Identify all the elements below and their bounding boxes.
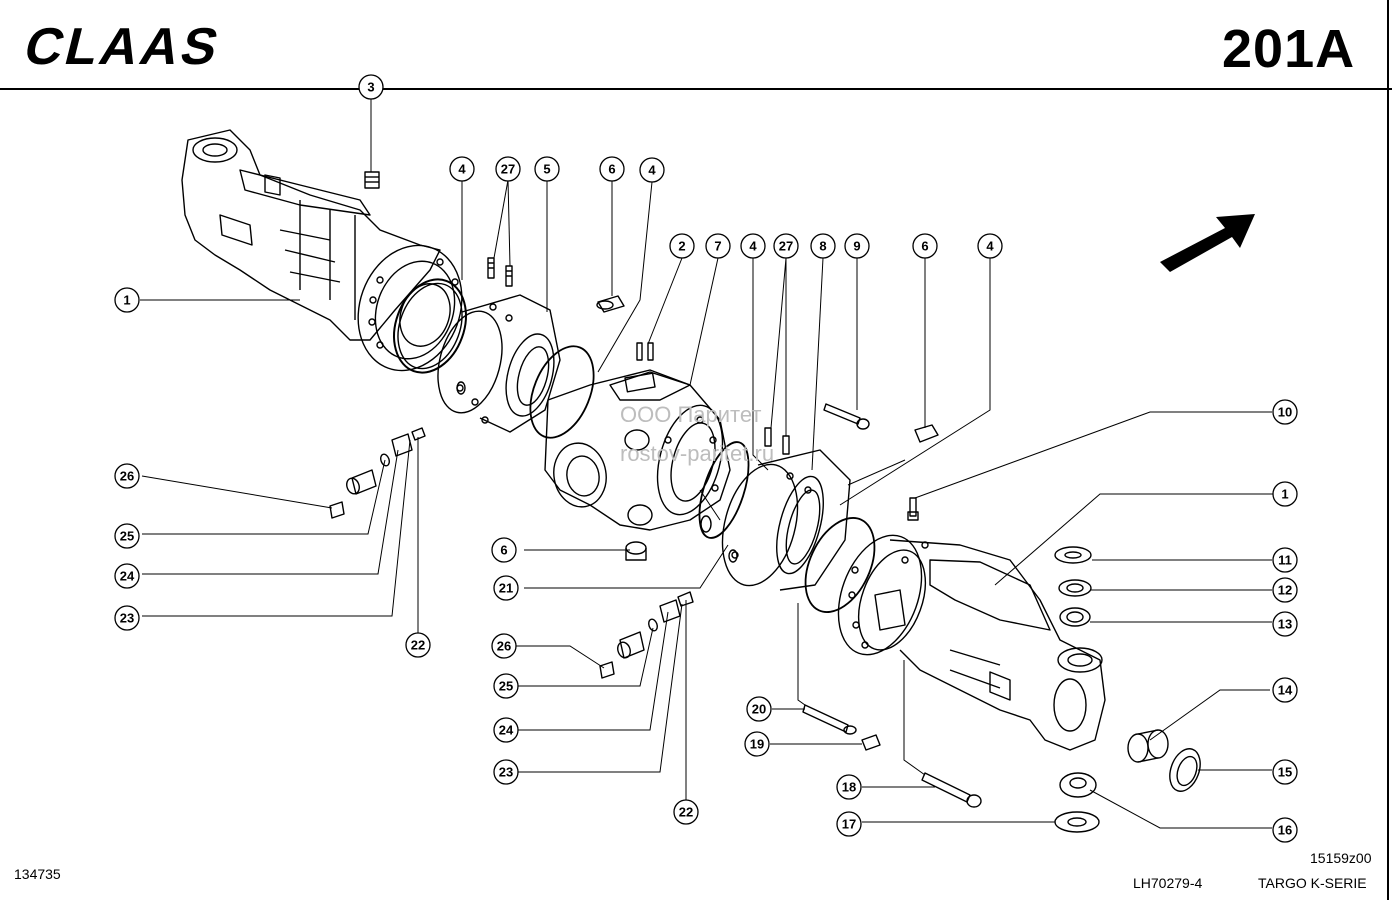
- callout-4: 4: [740, 233, 766, 259]
- callout-label: 16: [1278, 823, 1292, 838]
- callout-label: 9: [853, 239, 860, 254]
- watermark-company: ООО Паритет: [620, 402, 762, 427]
- callout-24: 24: [493, 717, 519, 743]
- callout-label: 24: [499, 723, 514, 738]
- callout-label: 26: [497, 639, 511, 654]
- callout-label: 3: [367, 80, 374, 95]
- callout-label: 23: [120, 611, 134, 626]
- callout-16: 16: [1272, 817, 1298, 843]
- callout-label: 19: [750, 737, 764, 752]
- callout-label: 21: [499, 581, 513, 596]
- callout-9: 9: [844, 233, 870, 259]
- callout-7: 7: [705, 233, 731, 259]
- callout-6: 6: [599, 156, 625, 182]
- callout-14: 14: [1272, 677, 1298, 703]
- callout-label: 26: [120, 469, 134, 484]
- callout-12: 12: [1272, 577, 1298, 603]
- callout-label: 6: [921, 239, 928, 254]
- callout-6: 6: [491, 537, 517, 563]
- right-axle-housing: [837, 534, 1106, 751]
- callout-25: 25: [114, 523, 140, 549]
- callout-22: 22: [405, 632, 431, 658]
- callout-label: 4: [458, 162, 466, 177]
- callout-8: 8: [810, 233, 836, 259]
- callout-label: 7: [714, 239, 721, 254]
- callout-27: 27: [773, 233, 799, 259]
- right-carrier: [721, 449, 851, 591]
- callout-11: 11: [1272, 547, 1298, 573]
- callout-3: 3: [358, 74, 384, 100]
- left-axle-housing: [181, 129, 463, 372]
- callout-label: 13: [1278, 617, 1292, 632]
- callout-label: 14: [1278, 683, 1293, 698]
- callout-label: 6: [500, 543, 507, 558]
- callout-label: 12: [1278, 583, 1292, 598]
- callout-label: 27: [779, 239, 793, 254]
- drawing-ref: 15159z00: [1310, 850, 1372, 866]
- center-differential-housing: [544, 369, 731, 531]
- callout-4: 4: [639, 157, 665, 183]
- callout-19: 19: [744, 731, 770, 757]
- arrow-up-right-icon: [1160, 214, 1255, 272]
- callout-label: 24: [120, 569, 135, 584]
- callout-13: 13: [1272, 611, 1298, 637]
- callout-2: 2: [669, 233, 695, 259]
- left-code: 134735: [14, 866, 61, 882]
- callout-label: 25: [499, 679, 513, 694]
- series-name: TARGO K-SERIE: [1258, 875, 1367, 891]
- logo-text: CLAAS: [19, 18, 228, 74]
- callout-label: 17: [842, 817, 856, 832]
- callout-10: 10: [1272, 399, 1298, 425]
- callout-24: 24: [114, 563, 140, 589]
- callout-label: 27: [501, 162, 515, 177]
- claas-logo: CLAAS: [19, 18, 228, 74]
- callout-label: 2: [678, 239, 685, 254]
- watermark-url: rostov-paritet.ru: [620, 441, 775, 466]
- callout-27: 27: [495, 156, 521, 182]
- callout-20: 20: [746, 696, 772, 722]
- callout-4: 4: [977, 233, 1003, 259]
- callout-label: 22: [411, 638, 425, 653]
- callout-26: 26: [114, 463, 140, 489]
- callout-23: 23: [493, 759, 519, 785]
- callout-5: 5: [534, 156, 560, 182]
- callout-label: 8: [819, 239, 826, 254]
- document-number: 201A: [1222, 19, 1356, 79]
- callout-label: 25: [120, 529, 134, 544]
- callout-label: 18: [842, 780, 856, 795]
- callout-25: 25: [493, 673, 519, 699]
- callout-6: 6: [912, 233, 938, 259]
- callout-label: 4: [648, 163, 656, 178]
- callout-18: 18: [836, 774, 862, 800]
- callout-label: 4: [986, 239, 994, 254]
- callout-26: 26: [491, 633, 517, 659]
- callout-label: 1: [1281, 487, 1288, 502]
- callout-22: 22: [673, 799, 699, 825]
- callout-label: 20: [752, 702, 766, 717]
- callout-label: 4: [749, 239, 757, 254]
- plug-6-top: [596, 295, 625, 313]
- callout-label: 1: [123, 293, 130, 308]
- callout-label: 5: [543, 162, 550, 177]
- callout-1: 1: [114, 287, 140, 313]
- callout-15: 15: [1272, 759, 1298, 785]
- callout-1: 1: [1272, 481, 1298, 507]
- callout-21: 21: [493, 575, 519, 601]
- part-ref: LH70279-4: [1133, 875, 1203, 891]
- callout-label: 11: [1278, 553, 1292, 568]
- plug-6-bottom: [625, 541, 647, 561]
- callout-label: 10: [1278, 405, 1292, 420]
- callout-label: 6: [608, 162, 615, 177]
- callout-label: 22: [679, 805, 693, 820]
- callout-23: 23: [114, 605, 140, 631]
- callout-label: 15: [1278, 765, 1292, 780]
- callout-17: 17: [836, 811, 862, 837]
- callout-label: 23: [499, 765, 513, 780]
- callout-4: 4: [449, 156, 475, 182]
- left-carrier: [437, 294, 561, 433]
